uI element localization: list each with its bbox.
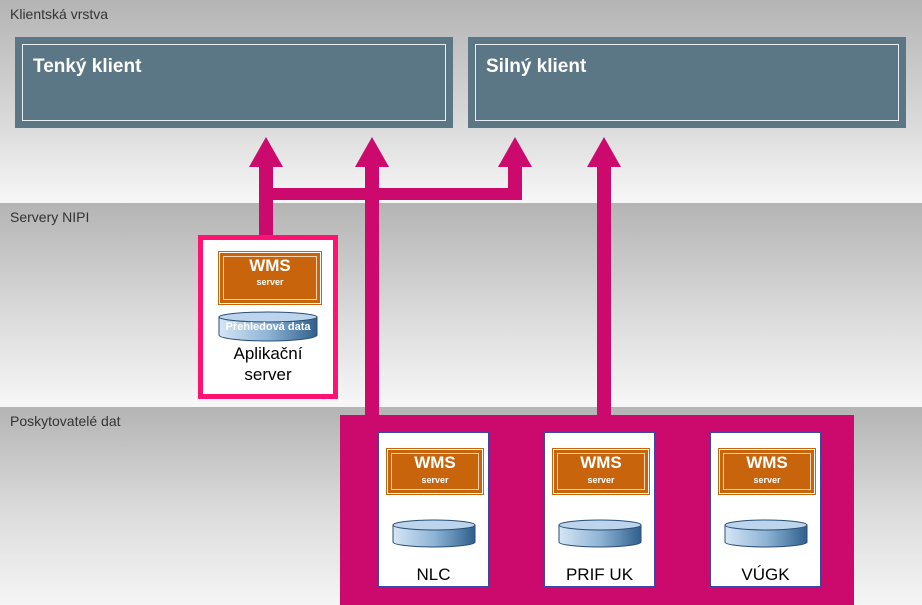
provider-wms-box: WMS server [552,448,650,495]
provider-database-icon [724,519,808,548]
provider-wms-inner [557,453,645,490]
thick-client-title: Silný klient [486,56,587,77]
provider-label-nlc: NLC [416,565,451,584]
thin-client-title: Tenký klient [33,56,142,77]
provider-wms-title: WMS [746,453,788,472]
app-database-icon [218,311,318,342]
app-wms-title: WMS [249,256,291,275]
provider-box-prif-uk: WMS server PRIF UK [543,431,656,588]
server-layer-band: Servery NIPI [0,203,922,407]
provider-wms-subtitle: server [421,475,449,485]
server-layer-label: Servery NIPI [10,209,90,225]
provider-wms-subtitle: server [587,475,615,485]
provider-to-thin-client-arrow [355,137,389,417]
provider-database-icon [558,519,642,548]
thin-client-inner: Tenký klient [22,44,446,121]
provider-label-prif-uk: PRIF UK [565,565,634,584]
provider-wms-title: WMS [414,453,456,472]
app-wms-subtitle: server [256,277,284,287]
provider-database-icon [392,519,476,548]
provider-box-nlc: WMS server NLC [377,431,490,588]
app-database-label: Přehledová data [225,321,311,333]
provider-wms-box: WMS server [718,448,816,495]
provider-box-vugk: WMS server VÚGK [709,431,822,588]
application-server-box: WMS server Přehledová data Aplikační ser… [198,235,338,399]
thick-client-box: Silný klient [468,37,906,128]
provider-to-thick-client-arrow [587,137,621,417]
provider-wms-box: WMS server [386,448,484,495]
thin-client-box: Tenký klient [15,37,453,128]
provider-wms-inner [723,453,811,490]
provider-wms-title: WMS [580,453,622,472]
provider-wms-subtitle: server [753,475,781,485]
app-server-label-2: server [244,365,292,384]
client-layer-label: Klientská vrstva [10,6,109,22]
app-wms-inner [223,256,317,300]
thick-client-inner: Silný klient [475,44,899,121]
provider-label-vugk: VÚGK [741,565,790,584]
app-server-connector [249,137,532,235]
app-server-label-1: Aplikační [233,344,303,363]
app-wms-box: WMS server [218,251,322,305]
provider-wms-inner [391,453,479,490]
provider-layer-label: Poskytovatelé dat [10,413,121,429]
